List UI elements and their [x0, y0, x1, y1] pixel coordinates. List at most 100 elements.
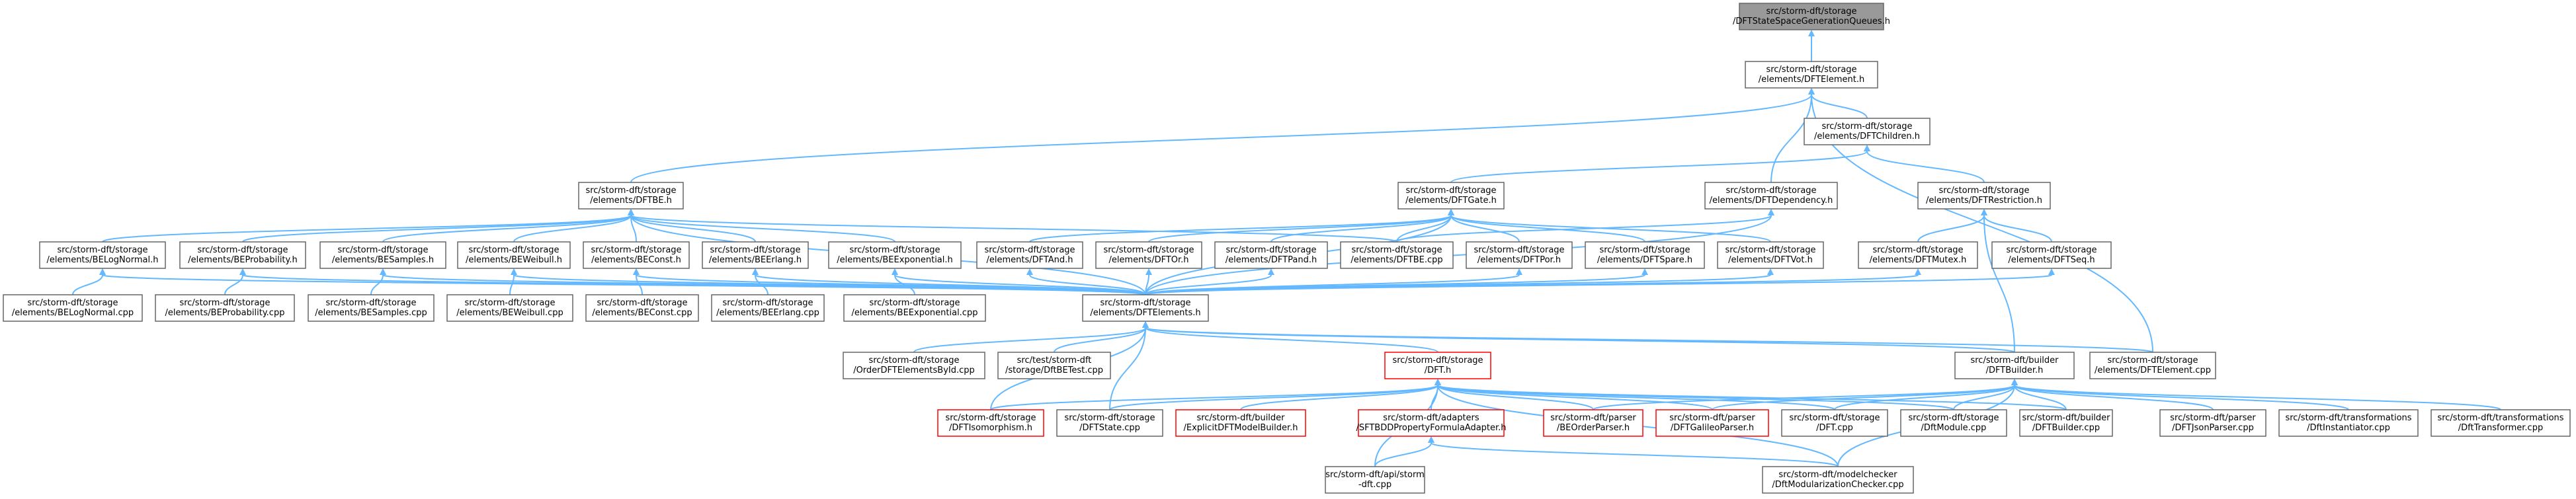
node-orderbyid[interactable]: src/storm-dft/storage/OrderDFTElementsBy… — [843, 352, 985, 379]
node-dftbuildercpp[interactable]: src/storm-dft/builder/DFTBuilder.cpp — [2019, 409, 2113, 437]
node-dftcpp[interactable]: src/storm-dft/storage/DFT.cpp — [1781, 409, 1888, 437]
node-box[interactable] — [583, 241, 690, 269]
node-beorderparser[interactable]: src/storm-dft/parser/BEOrderParser.h — [1543, 409, 1643, 437]
node-belognormalcpp[interactable]: src/storm-dft/storage/elements/BELogNorm… — [3, 294, 143, 322]
node-box[interactable] — [1340, 241, 1454, 269]
node-beexponentialcpp[interactable]: src/storm-dft/storage/elements/BEExponen… — [843, 294, 986, 322]
node-statecpp[interactable]: src/storm-dft/storage/DFTState.cpp — [1056, 409, 1163, 437]
node-box[interactable] — [3, 294, 143, 322]
node-box[interactable] — [1056, 409, 1163, 437]
node-box[interactable] — [1585, 241, 1705, 269]
node-seq[interactable]: src/storm-dft/storage/elements/DFTSeq.h — [1991, 241, 2112, 269]
node-box[interactable] — [578, 182, 684, 210]
node-box[interactable] — [1397, 182, 1505, 210]
node-por[interactable]: src/storm-dft/storage/elements/DFTPor.h — [1466, 241, 1573, 269]
node-beprobability[interactable]: src/storm-dft/storage/elements/BEProbabi… — [179, 241, 306, 269]
node-elementcpp[interactable]: src/storm-dft/storage/elements/DFTElemen… — [2089, 352, 2216, 379]
node-transformercpp[interactable]: src/storm-dft/transformations/DftTransfo… — [2431, 409, 2571, 437]
node-isomorphism[interactable]: src/storm-dft/storage/DFTIsomorphism.h — [937, 409, 1044, 437]
node-box[interactable] — [1917, 182, 2051, 210]
node-box[interactable] — [155, 294, 295, 322]
node-mutex[interactable]: src/storm-dft/storage/elements/DFTMutex.… — [1858, 241, 1978, 269]
node-elements[interactable]: src/storm-dft/storage/elements/DFTElemen… — [1082, 294, 1209, 322]
node-beerlangcpp[interactable]: src/storm-dft/storage/elements/BEErlang.… — [711, 294, 825, 322]
node-beconst[interactable]: src/storm-dft/storage/elements/BEConst.h — [583, 241, 690, 269]
node-box[interactable] — [179, 241, 306, 269]
node-box[interactable] — [711, 294, 825, 322]
node-children[interactable]: src/storm-dft/storage/elements/DFTChildr… — [1804, 118, 1931, 145]
node-box[interactable] — [828, 241, 962, 269]
node-box[interactable] — [1762, 466, 1914, 494]
node-box[interactable] — [1214, 241, 1328, 269]
node-box[interactable] — [1804, 118, 1931, 145]
node-restriction[interactable]: src/storm-dft/storage/elements/DFTRestri… — [1917, 182, 2051, 210]
node-box[interactable] — [308, 294, 435, 322]
node-box[interactable] — [1781, 409, 1888, 437]
node-box[interactable] — [843, 294, 986, 322]
node-instantiatorcpp[interactable]: src/storm-dft/transformations/DftInstant… — [2278, 409, 2419, 437]
node-besamples[interactable]: src/storm-dft/storage/elements/BESamples… — [319, 241, 446, 269]
node-box[interactable] — [1543, 409, 1643, 437]
node-dftbetest[interactable]: src/test/storm-dft/storage/DftBETest.cpp — [997, 352, 1111, 379]
node-box[interactable] — [446, 294, 573, 322]
node-belognormal[interactable]: src/storm-dft/storage/elements/BELogNorm… — [39, 241, 166, 269]
node-box[interactable] — [1384, 352, 1491, 379]
node-box[interactable] — [702, 241, 809, 269]
node-be[interactable]: src/storm-dft/storage/elements/DFTBE.h — [578, 182, 684, 210]
node-box[interactable] — [1175, 409, 1306, 437]
node-box[interactable] — [2019, 409, 2113, 437]
node-dftbecpp[interactable]: src/storm-dft/storage/elements/DFTBE.cpp — [1340, 241, 1454, 269]
node-beweibullcpp[interactable]: src/storm-dft/storage/elements/BEWeibull… — [446, 294, 573, 322]
node-beprobabilitycpp[interactable]: src/storm-dft/storage/elements/BEProbabi… — [155, 294, 295, 322]
node-spare[interactable]: src/storm-dft/storage/elements/DFTSpare.… — [1585, 241, 1705, 269]
node-box[interactable] — [997, 352, 1111, 379]
node-gate[interactable]: src/storm-dft/storage/elements/DFTGate.h — [1397, 182, 1505, 210]
node-box[interactable] — [2089, 352, 2216, 379]
node-box[interactable] — [1858, 241, 1978, 269]
node-besamplescpp[interactable]: src/storm-dft/storage/elements/BESamples… — [308, 294, 435, 322]
node-jsonparsercpp[interactable]: src/storm-dft/parser/DFTJsonParser.cpp — [2159, 409, 2266, 437]
node-explicitbuilder[interactable]: src/storm-dft/builder/ExplicitDFTModelBu… — [1175, 409, 1306, 437]
node-box[interactable] — [2159, 409, 2266, 437]
node-box[interactable] — [937, 409, 1044, 437]
node-builderh[interactable]: src/storm-dft/builder/DFTBuilder.h — [1954, 352, 2075, 379]
node-box[interactable] — [1717, 241, 1824, 269]
node-galileoparser[interactable]: src/storm-dft/parser/DFTGalileoParser.h — [1655, 409, 1769, 437]
node-box[interactable] — [2278, 409, 2419, 437]
node-box[interactable] — [1082, 294, 1209, 322]
node-box[interactable] — [1655, 409, 1769, 437]
node-box[interactable] — [2431, 409, 2571, 437]
node-box[interactable] — [1900, 409, 2007, 437]
node-box[interactable] — [1954, 352, 2075, 379]
node-box[interactable] — [1325, 466, 1425, 494]
node-dfth[interactable]: src/storm-dft/storage/DFT.h — [1384, 352, 1491, 379]
node-box[interactable] — [976, 241, 1083, 269]
node-box[interactable] — [39, 241, 166, 269]
node-box[interactable] — [1466, 241, 1573, 269]
node-dftmodulecpp[interactable]: src/storm-dft/storage/DftModule.cpp — [1900, 409, 2007, 437]
node-pand[interactable]: src/storm-dft/storage/elements/DFTPand.h — [1214, 241, 1328, 269]
node-queues[interactable]: src/storm-dft/storage/DFTStateSpaceGener… — [1733, 3, 1890, 30]
node-sftbdd[interactable]: src/storm-dft/adapters/SFTBDDPropertyFor… — [1356, 409, 1507, 437]
node-beerlang[interactable]: src/storm-dft/storage/elements/BEErlang.… — [702, 241, 809, 269]
node-box[interactable] — [1739, 3, 1884, 30]
node-beweibull[interactable]: src/storm-dft/storage/elements/BEWeibull… — [457, 241, 571, 269]
node-vot[interactable]: src/storm-dft/storage/elements/DFTVot.h — [1717, 241, 1824, 269]
node-box[interactable] — [1991, 241, 2112, 269]
node-apistormdft[interactable]: src/storm-dft/api/storm-dft.cpp — [1325, 466, 1425, 494]
node-box[interactable] — [1745, 61, 1878, 89]
node-element[interactable]: src/storm-dft/storage/elements/DFTElemen… — [1745, 61, 1878, 89]
node-box[interactable] — [457, 241, 571, 269]
node-box[interactable] — [319, 241, 446, 269]
node-box[interactable] — [843, 352, 985, 379]
node-modularizationchecker[interactable]: src/storm-dft/modelchecker/DftModulariza… — [1762, 466, 1914, 494]
node-dependency[interactable]: src/storm-dft/storage/elements/DFTDepend… — [1704, 182, 1838, 210]
node-beexponential[interactable]: src/storm-dft/storage/elements/BEExponen… — [828, 241, 962, 269]
node-box[interactable] — [1704, 182, 1838, 210]
node-or[interactable]: src/storm-dft/storage/elements/DFTOr.h — [1095, 241, 1202, 269]
node-beconstcpp[interactable]: src/storm-dft/storage/elements/BEConst.c… — [585, 294, 699, 322]
node-box[interactable] — [1095, 241, 1202, 269]
node-and[interactable]: src/storm-dft/storage/elements/DFTAnd.h — [976, 241, 1083, 269]
node-box[interactable] — [1358, 409, 1505, 437]
node-box[interactable] — [585, 294, 699, 322]
